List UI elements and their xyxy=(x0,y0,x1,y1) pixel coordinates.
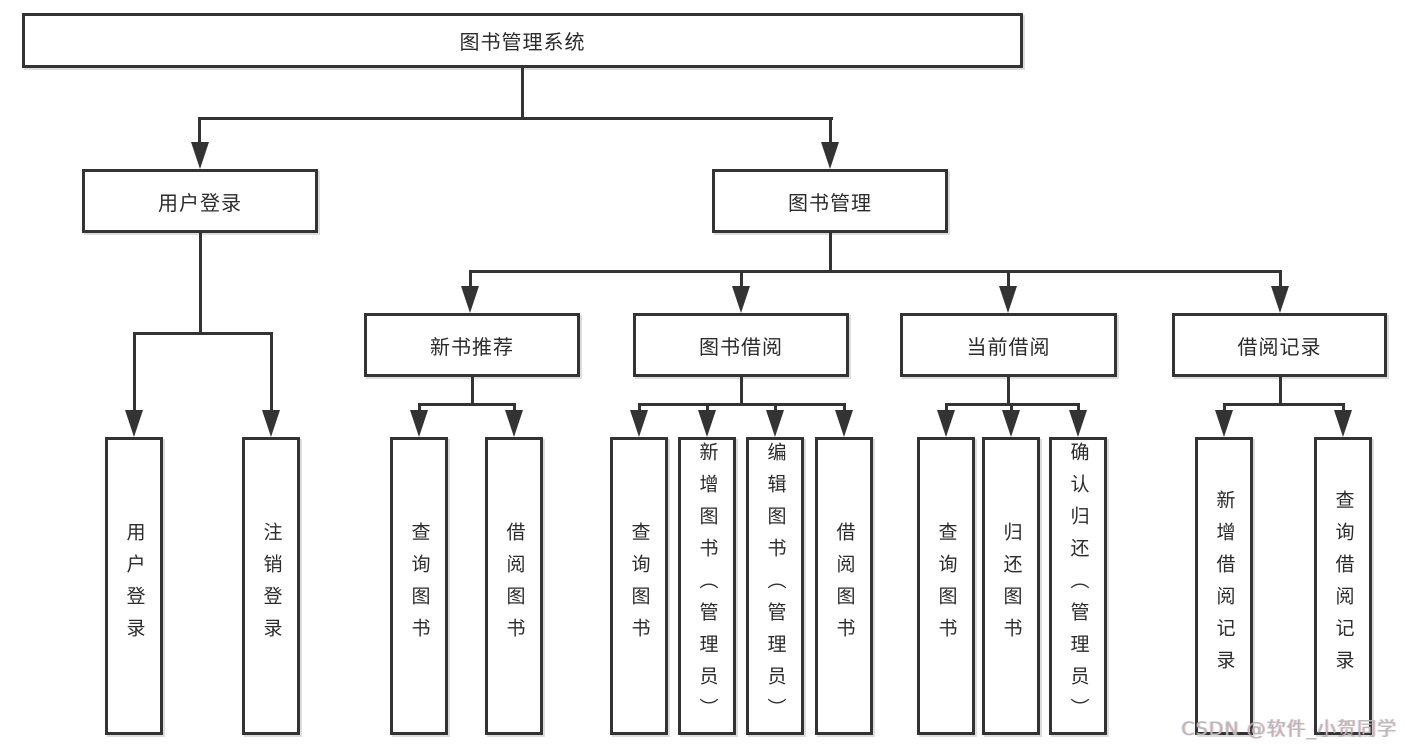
node-label: 用户登录 xyxy=(158,190,242,215)
arrowhead-down-icon xyxy=(766,410,784,437)
arrowhead-down-icon xyxy=(1271,286,1289,313)
connector-line xyxy=(945,403,948,413)
node-label: 借阅记录 xyxy=(1237,334,1322,359)
connector-line xyxy=(133,332,273,335)
arrowhead-down-icon xyxy=(1215,410,1233,437)
leaf-confirm-return-admin: 确认归还（管理员） xyxy=(1049,437,1107,735)
arrowhead-down-icon xyxy=(835,410,853,437)
connector-line xyxy=(740,270,743,288)
node-label: 图书管理系统 xyxy=(459,30,586,54)
leaf-label: 新增图书（管理员） xyxy=(696,442,719,730)
connector-line xyxy=(1077,403,1080,413)
leaf-label: 归还图书 xyxy=(1000,522,1023,650)
connector-line xyxy=(471,377,474,406)
connector-line xyxy=(740,377,743,406)
connector-line xyxy=(1279,270,1282,288)
arrowhead-down-icon xyxy=(630,410,648,437)
connector-line xyxy=(1007,270,1010,288)
connector-line xyxy=(1279,377,1282,406)
connector-line xyxy=(418,403,516,406)
connector-line xyxy=(469,270,472,288)
arrowhead-down-icon xyxy=(698,410,716,437)
leaf-logout: 注销登录 xyxy=(242,437,300,735)
connector-line xyxy=(133,332,136,412)
connector-line xyxy=(1223,403,1345,406)
node-new-book-recommendation: 新书推荐 xyxy=(364,313,580,377)
node-book-management: 图书管理 xyxy=(712,169,948,233)
leaf-label: 用户登录 xyxy=(123,522,146,650)
arrowhead-down-icon xyxy=(1334,410,1352,437)
connector-line xyxy=(1007,377,1010,406)
leaf-label: 查询图书 xyxy=(628,522,651,650)
leaf-query-books-recommend: 查询图书 xyxy=(390,437,448,735)
connector-line xyxy=(513,403,516,413)
leaf-query-books-borrowing: 查询图书 xyxy=(610,437,668,735)
leaf-label: 新增借阅记录 xyxy=(1213,490,1236,682)
node-label: 图书借阅 xyxy=(699,334,783,359)
node-label: 新书推荐 xyxy=(430,334,514,359)
leaf-label: 查询借阅记录 xyxy=(1332,490,1355,682)
node-user-login: 用户登录 xyxy=(82,169,318,233)
node-label: 当前借阅 xyxy=(966,334,1051,359)
arrowhead-down-icon xyxy=(410,410,428,437)
arrowhead-down-icon xyxy=(732,286,750,313)
connector-line xyxy=(418,403,421,413)
leaf-label: 借阅图书 xyxy=(503,522,526,650)
arrowhead-down-icon xyxy=(937,410,955,437)
connector-line xyxy=(843,403,846,413)
arrowhead-down-icon xyxy=(505,410,523,437)
leaf-label: 编辑图书（管理员） xyxy=(764,442,787,730)
arrowhead-down-icon xyxy=(125,410,143,437)
arrowhead-down-icon xyxy=(1002,410,1020,437)
leaf-label: 借阅图书 xyxy=(833,522,856,650)
node-label: 图书管理 xyxy=(788,190,872,215)
node-library-management-system: 图书管理系统 xyxy=(22,13,1023,68)
connector-line xyxy=(774,403,777,413)
connector-line xyxy=(829,117,832,145)
connector-line xyxy=(638,403,641,413)
connector-line xyxy=(638,403,846,406)
leaf-label: 注销登录 xyxy=(260,522,283,650)
leaf-label: 查询图书 xyxy=(408,522,431,650)
node-current-borrowing: 当前借阅 xyxy=(900,313,1117,377)
leaf-label: 确认归还（管理员） xyxy=(1067,442,1090,730)
connector-line xyxy=(521,68,524,118)
connector-line xyxy=(199,233,202,335)
connector-line xyxy=(706,403,709,413)
connector-line xyxy=(829,233,832,273)
connector-line xyxy=(198,117,833,120)
arrowhead-down-icon xyxy=(1069,410,1087,437)
node-borrowing-records: 借阅记录 xyxy=(1172,313,1387,377)
arrowhead-down-icon xyxy=(999,286,1017,313)
leaf-return-books: 归还图书 xyxy=(982,437,1040,735)
leaf-query-borrowing-record: 查询借阅记录 xyxy=(1314,437,1372,735)
arrowhead-down-icon xyxy=(821,142,839,169)
leaf-add-borrowing-record: 新增借阅记录 xyxy=(1195,437,1253,735)
node-book-borrowing: 图书借阅 xyxy=(633,313,849,377)
leaf-label: 查询图书 xyxy=(935,522,958,650)
connector-line xyxy=(1342,403,1345,413)
connector-line xyxy=(1223,403,1226,413)
leaf-user-login: 用户登录 xyxy=(105,437,163,735)
connector-line xyxy=(1010,403,1013,413)
connector-line xyxy=(198,117,201,145)
arrowhead-down-icon xyxy=(262,410,280,437)
leaf-borrow-books-recommend: 借阅图书 xyxy=(485,437,543,735)
leaf-edit-books-admin: 编辑图书（管理员） xyxy=(746,437,804,735)
arrowhead-down-icon xyxy=(461,286,479,313)
leaf-query-books-current: 查询图书 xyxy=(917,437,975,735)
connector-line xyxy=(270,332,273,412)
csdn-watermark: CSDN @软件_小贺同学 xyxy=(1181,718,1397,740)
arrowhead-down-icon xyxy=(191,142,209,169)
leaf-add-books-admin: 新增图书（管理员） xyxy=(678,437,736,735)
connector-line xyxy=(469,270,1282,273)
leaf-borrow-books: 借阅图书 xyxy=(815,437,873,735)
